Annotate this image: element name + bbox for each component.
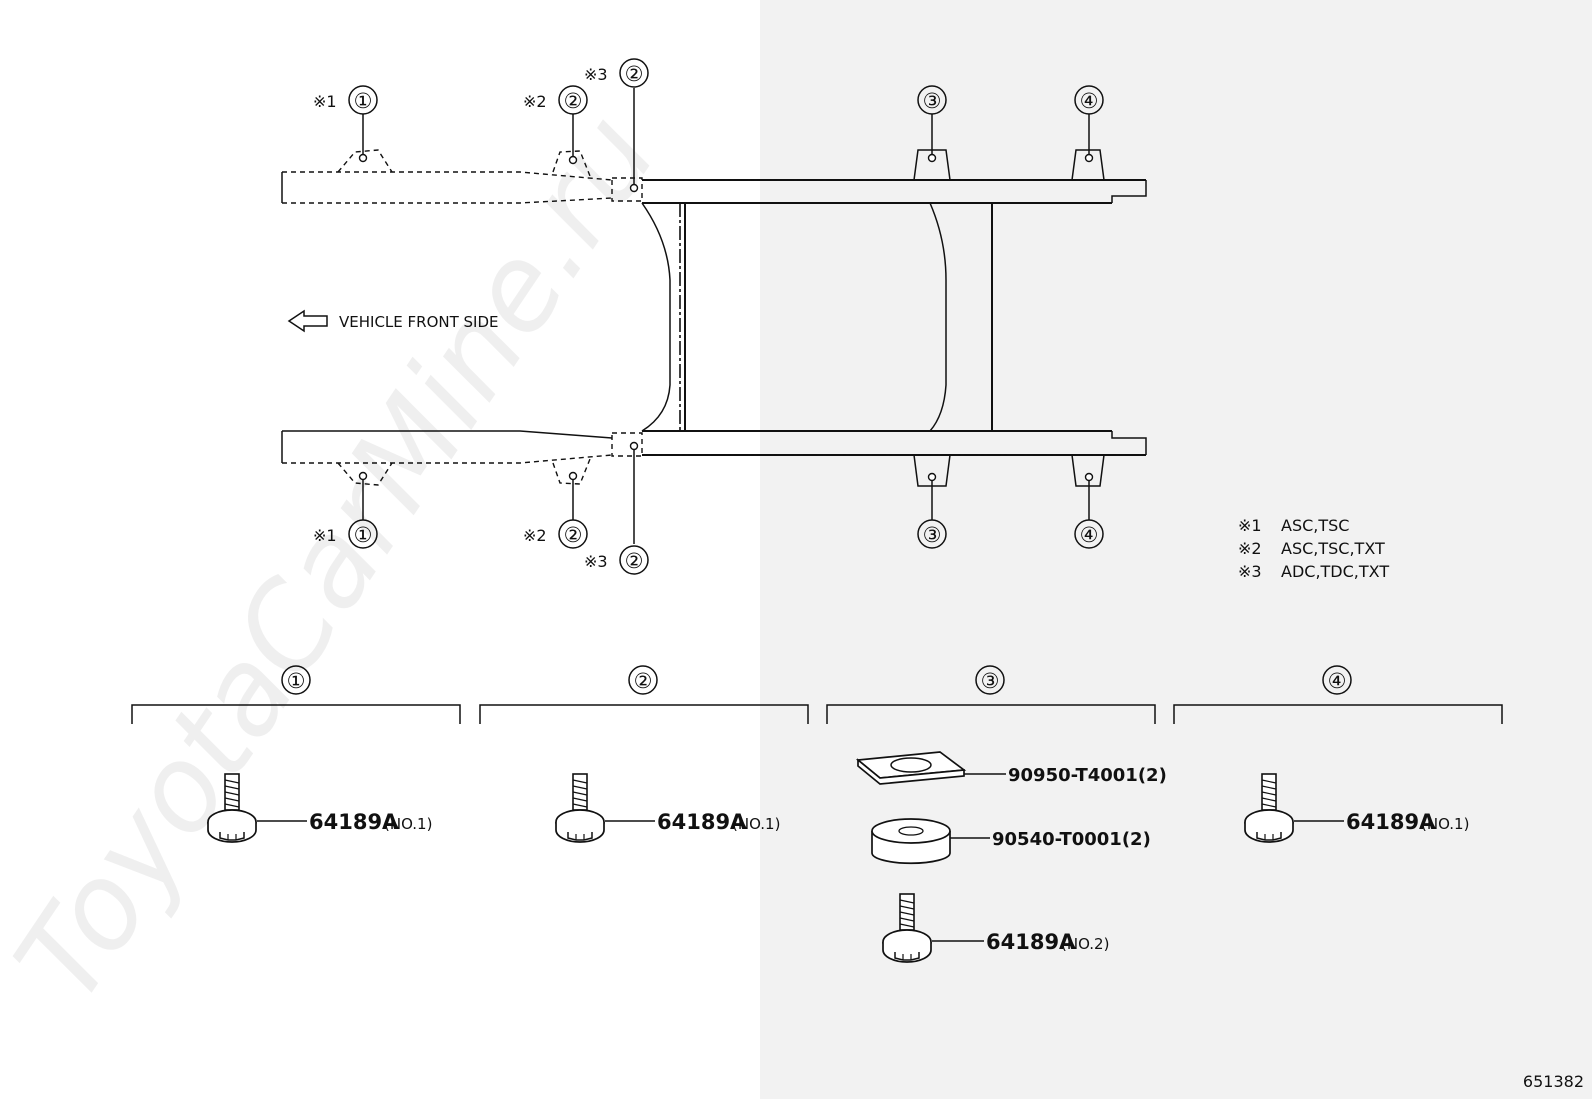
group-3-round-cushion: 90540-T0001(2) bbox=[871, 818, 1151, 865]
svg-text:②: ② bbox=[625, 549, 644, 573]
bottom-callout-4: ④ bbox=[1074, 519, 1104, 549]
crossmember-1-front bbox=[641, 202, 671, 432]
front-arrow-icon bbox=[287, 309, 328, 333]
bottom-bracket-4 bbox=[1071, 454, 1105, 487]
svg-text:④: ④ bbox=[1080, 523, 1099, 547]
square-washer-icon bbox=[855, 751, 967, 785]
part-number: 90540-T0001(2) bbox=[992, 829, 1151, 850]
note-mark: ※3 bbox=[584, 65, 608, 84]
top-rail-bracket-3 bbox=[611, 177, 643, 202]
bottom-bracket-2 bbox=[552, 458, 591, 485]
bottom-rail-bracket-3 bbox=[611, 432, 643, 457]
top-bracket-2 bbox=[552, 150, 591, 177]
legend-text: ASC,TSC bbox=[1281, 516, 1349, 535]
svg-text:①: ① bbox=[354, 523, 373, 547]
top-rail-front-inner bbox=[282, 197, 613, 204]
svg-text:④: ④ bbox=[1328, 669, 1347, 693]
bottom-rail-front-inner bbox=[282, 454, 613, 464]
part-number: 64189A bbox=[309, 810, 399, 834]
top-callout-2b: ② ※3 bbox=[584, 58, 649, 88]
group-4-header: ④ bbox=[1173, 665, 1503, 724]
part-number: 90950-T4001(2) bbox=[1008, 765, 1167, 786]
svg-text:③: ③ bbox=[923, 523, 942, 547]
vehicle-front-indicator: VEHICLE FRONT SIDE bbox=[287, 309, 499, 333]
svg-text:②: ② bbox=[564, 523, 583, 547]
bottom-bracket-1 bbox=[337, 462, 393, 486]
shaded-background bbox=[760, 0, 1592, 1099]
note-mark: ※3 bbox=[584, 552, 608, 571]
top-bracket-4 bbox=[1071, 149, 1105, 181]
part-number: 64189A bbox=[1346, 810, 1436, 834]
legend-text: ADC,TDC,TXT bbox=[1281, 562, 1389, 581]
svg-text:③: ③ bbox=[923, 89, 942, 113]
svg-text:②: ② bbox=[634, 669, 653, 693]
part-number: 64189A bbox=[986, 930, 1076, 954]
group-2-bolt: 64189A (NO.1) bbox=[555, 773, 780, 843]
group-2-header: ② bbox=[479, 665, 809, 724]
svg-text:①: ① bbox=[287, 669, 306, 693]
part-qty: (NO.1) bbox=[384, 815, 432, 833]
top-callout-1: ① ※1 bbox=[313, 85, 378, 115]
part-qty: (NO.1) bbox=[1421, 815, 1469, 833]
bottom-callout-2b: ② ※3 bbox=[584, 545, 649, 575]
note-mark: ※1 bbox=[313, 92, 337, 111]
crossmember-2-front bbox=[929, 202, 947, 432]
top-rail-front-outer bbox=[282, 171, 613, 181]
note-mark: ※2 bbox=[523, 92, 547, 111]
legend: ※1 ASC,TSC ※2 ASC,TSC,TXT ※3 ADC,TDC,TXT bbox=[1238, 516, 1389, 581]
svg-text:②: ② bbox=[564, 89, 583, 113]
group-3-square-washer: 90950-T4001(2) bbox=[855, 751, 1167, 786]
top-callout-2: ② ※2 bbox=[523, 85, 588, 115]
figure-id: 651382 bbox=[1523, 1072, 1584, 1091]
top-bracket-1 bbox=[337, 149, 393, 173]
part-qty: (NO.1) bbox=[732, 815, 780, 833]
bottom-callout-2: ② ※2 bbox=[523, 519, 588, 549]
bottom-callout-3: ③ bbox=[917, 519, 947, 549]
bolt-icon bbox=[555, 773, 605, 843]
part-qty: (NO.2) bbox=[1061, 935, 1109, 953]
top-callout-3: ③ bbox=[917, 85, 947, 115]
note-mark: ※1 bbox=[313, 526, 337, 545]
group-1-bolt: 64189A (NO.1) bbox=[207, 773, 432, 843]
legend-text: ASC,TSC,TXT bbox=[1281, 539, 1385, 558]
group-3-bolt: 64189A (NO.2) bbox=[882, 893, 1109, 963]
top-callout-4: ④ bbox=[1074, 85, 1104, 115]
group-1-header: ① bbox=[131, 665, 461, 724]
svg-text:①: ① bbox=[354, 89, 373, 113]
round-cushion-icon bbox=[871, 818, 951, 865]
svg-text:④: ④ bbox=[1080, 89, 1099, 113]
bottom-rail-rear-end bbox=[1111, 431, 1147, 455]
legend-mark: ※1 bbox=[1238, 516, 1262, 535]
legend-mark: ※3 bbox=[1238, 562, 1262, 581]
group-4-bolt: 64189A (NO.1) bbox=[1244, 773, 1469, 843]
legend-mark: ※2 bbox=[1238, 539, 1262, 558]
top-rail-rear-end bbox=[1111, 180, 1147, 203]
bottom-callout-1: ① ※1 bbox=[313, 519, 378, 549]
part-number: 64189A bbox=[657, 810, 747, 834]
group-3-header: ③ bbox=[826, 665, 1156, 724]
watermark: ToyotaCarMine.ru bbox=[0, 89, 683, 1025]
note-mark: ※2 bbox=[523, 526, 547, 545]
svg-text:③: ③ bbox=[981, 669, 1000, 693]
direction-label: VEHICLE FRONT SIDE bbox=[339, 313, 499, 331]
bottom-rail-front-outer bbox=[282, 430, 613, 439]
svg-text:②: ② bbox=[625, 62, 644, 86]
